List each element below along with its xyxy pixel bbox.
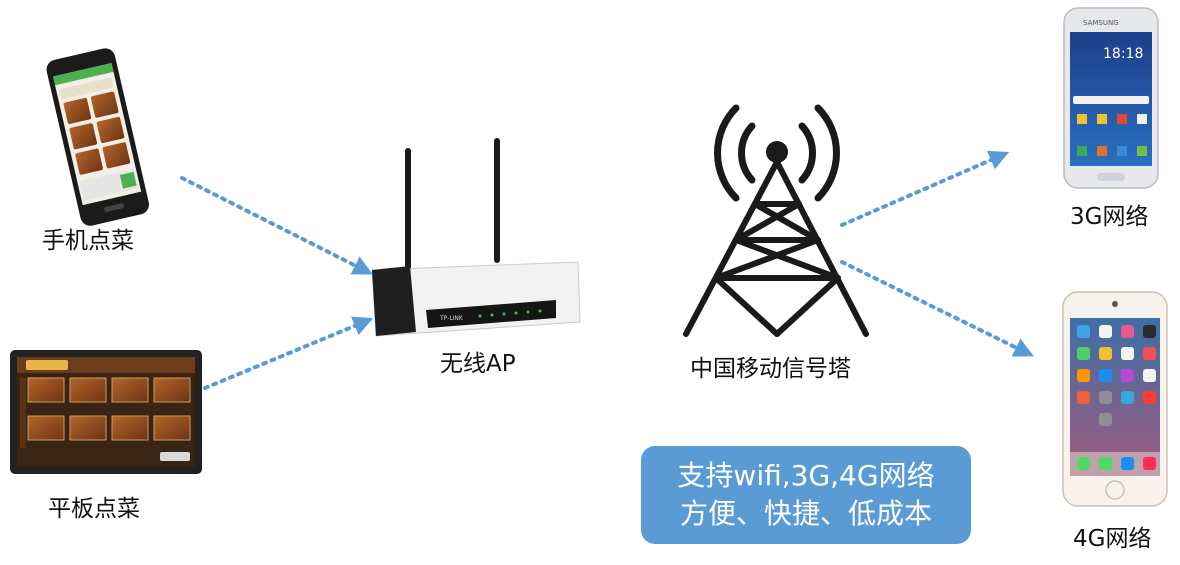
cell-tower-icon	[683, 104, 869, 337]
feature-callout: 支持wifi,3G,4G网络 方便、快捷、低成本	[641, 446, 971, 544]
arrow-tower-to-3g	[840, 150, 1010, 227]
arrow-tablet-to-ap	[203, 316, 374, 390]
samsung-brand: SAMSUNG	[1083, 19, 1119, 27]
arrow-tower-to-4g	[840, 260, 1034, 357]
iphone-icon	[1062, 291, 1168, 507]
callout-line-1: 支持wifi,3G,4G网络	[677, 459, 935, 492]
signal-tower-label: 中国移动信号塔	[690, 356, 851, 382]
smartphone-menu-icon	[46, 48, 150, 226]
3g-network-label: 3G网络	[1070, 204, 1149, 230]
svg-text:TP-LINK: TP-LINK	[439, 315, 464, 322]
phone-ordering-label: 手机点菜	[42, 228, 134, 254]
arrow-phone-to-ap	[180, 176, 373, 275]
callout-line-2: 方便、快捷、低成本	[679, 497, 932, 530]
wireless-router-icon: TP-LINK	[371, 138, 581, 337]
4g-network-label: 4G网络	[1073, 526, 1152, 552]
samsung-clock: 18:18	[1103, 46, 1143, 62]
tablet-ordering-label: 平板点菜	[48, 496, 140, 522]
samsung-phone-icon: SAMSUNG 18:18	[1063, 7, 1159, 189]
tablet-menu-icon	[10, 350, 202, 474]
wireless-ap-label: 无线AP	[440, 351, 516, 377]
